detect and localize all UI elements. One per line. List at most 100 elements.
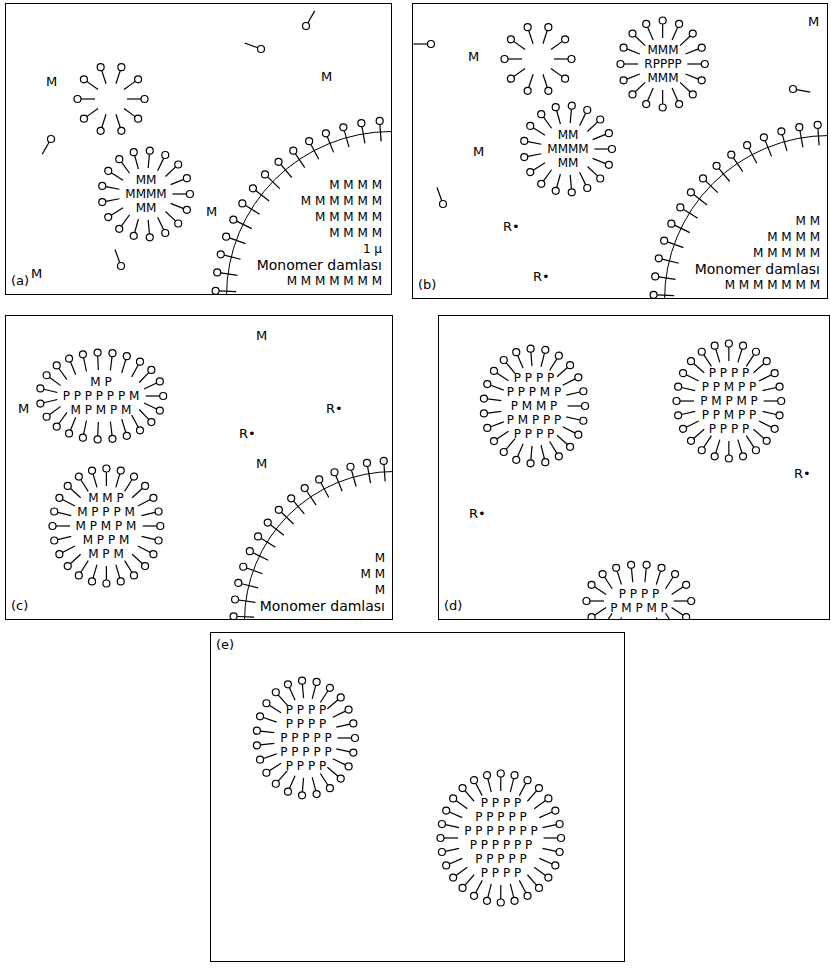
monomer-label: M <box>808 14 819 29</box>
surfactant-tail <box>511 884 514 898</box>
surfactant-head <box>471 892 478 899</box>
surfactant-head <box>629 91 636 98</box>
surfactant-tail <box>110 357 112 371</box>
surfactant-head <box>512 456 519 463</box>
node-text: M P M <box>88 547 124 561</box>
surfactant-head <box>345 763 352 770</box>
surfactant-tail <box>674 600 688 601</box>
surfactant-head <box>131 232 138 239</box>
surfactant-tail <box>270 525 283 535</box>
node-text: P P P P P P M <box>63 389 140 403</box>
surfactant-tail <box>115 250 120 263</box>
surfactant-head <box>484 381 491 388</box>
surfactant-head <box>726 455 733 462</box>
surfactant-tail <box>138 546 150 553</box>
node-text: P P P P P <box>475 810 526 824</box>
surfactant-head <box>688 598 695 605</box>
surfactant-head <box>184 175 191 182</box>
surfactant-head <box>79 434 86 441</box>
surfactant-tail <box>716 349 720 362</box>
surfactant-head <box>521 154 528 161</box>
surfactant-tail <box>680 82 690 92</box>
surfactant-tail <box>588 167 598 177</box>
surfactant-head <box>613 564 620 571</box>
surfactant-tail <box>229 238 245 244</box>
surfactant-tail <box>245 205 259 214</box>
node-text: M <box>260 582 385 598</box>
surfactant-tail <box>384 464 385 481</box>
surfactant-head <box>680 425 687 432</box>
surfactant-tail <box>662 24 663 38</box>
surfactant-tail <box>728 441 729 455</box>
panel-label: (d) <box>444 598 462 613</box>
surfactant-tail <box>102 70 106 83</box>
surfactant-head <box>43 413 50 420</box>
surfactant-head <box>588 614 595 620</box>
node-text: M M M M M <box>695 245 820 261</box>
surfactant-head <box>511 897 518 904</box>
surfactant-head <box>363 459 370 466</box>
surfactant-head <box>64 482 71 489</box>
surfactant-head <box>609 146 616 153</box>
node-text: P P P P <box>286 703 326 717</box>
surfactant-tail <box>336 476 342 492</box>
surfactant-head <box>232 596 239 603</box>
surfactant-head <box>116 225 123 232</box>
surfactant-tail <box>617 617 621 620</box>
surfactant-tail <box>308 11 315 23</box>
surfactant-tail <box>506 439 515 450</box>
surfactant-tail <box>680 400 694 401</box>
micelle: MMMMMMMM <box>517 99 618 199</box>
surfactant-head <box>521 137 528 144</box>
surfactant-tail <box>488 779 491 793</box>
surfactant-tail <box>268 177 280 189</box>
surfactant-head <box>569 102 576 109</box>
surfactant-head <box>558 835 565 842</box>
surfactant-head <box>726 340 733 347</box>
surfactant-tail <box>506 363 515 374</box>
radical-label: R• <box>794 466 811 481</box>
surfactant-tail <box>818 128 819 145</box>
surfactant-tail <box>127 98 141 99</box>
surfactant-tail <box>414 43 428 44</box>
node-text: P M P P P <box>507 413 562 427</box>
surfactant-tail <box>566 417 580 420</box>
surfactant-tail <box>514 68 525 76</box>
surfactant-tail <box>544 117 552 128</box>
surfactant-tail <box>632 568 633 582</box>
surfactant-tail <box>541 445 544 459</box>
surfactant-head <box>744 142 751 149</box>
surfactant-head <box>680 370 687 377</box>
surfactant-tail <box>368 466 371 483</box>
node-text: P P P P <box>514 427 554 441</box>
surfactant-tail <box>554 58 568 59</box>
surfactant-tail <box>58 412 66 423</box>
surfactant-head <box>661 237 668 244</box>
surfactant-tail <box>333 759 346 765</box>
surfactant-head <box>459 884 466 891</box>
surfactant-head <box>545 795 552 802</box>
surfactant-head <box>148 366 155 373</box>
surfactant-tail <box>514 41 525 49</box>
node-text: RPPPP <box>644 57 681 71</box>
surfactant-head <box>776 383 783 390</box>
node-text: P P P P P <box>475 852 526 866</box>
surfactant-tail <box>290 776 296 789</box>
surfactant-head <box>316 476 323 483</box>
surfactant-head <box>376 117 383 124</box>
surfactant-tail <box>666 577 674 589</box>
panel-label: (a) <box>11 273 29 288</box>
surfactant-head <box>659 17 666 24</box>
surfactant-tail <box>686 49 699 54</box>
node-text: MM <box>558 128 579 142</box>
monomer-label: M <box>31 266 42 281</box>
surfactant-tail <box>476 880 483 892</box>
surfactant-head <box>240 563 247 570</box>
surfactant-head <box>288 495 295 502</box>
surfactant-tail <box>115 474 119 487</box>
surfactant-tail <box>110 421 112 435</box>
surfactant-tail <box>656 571 660 584</box>
surfactant-head <box>606 161 613 168</box>
surfactant-tail <box>380 124 381 141</box>
micelle-content: MMMMMMMM <box>547 128 588 170</box>
